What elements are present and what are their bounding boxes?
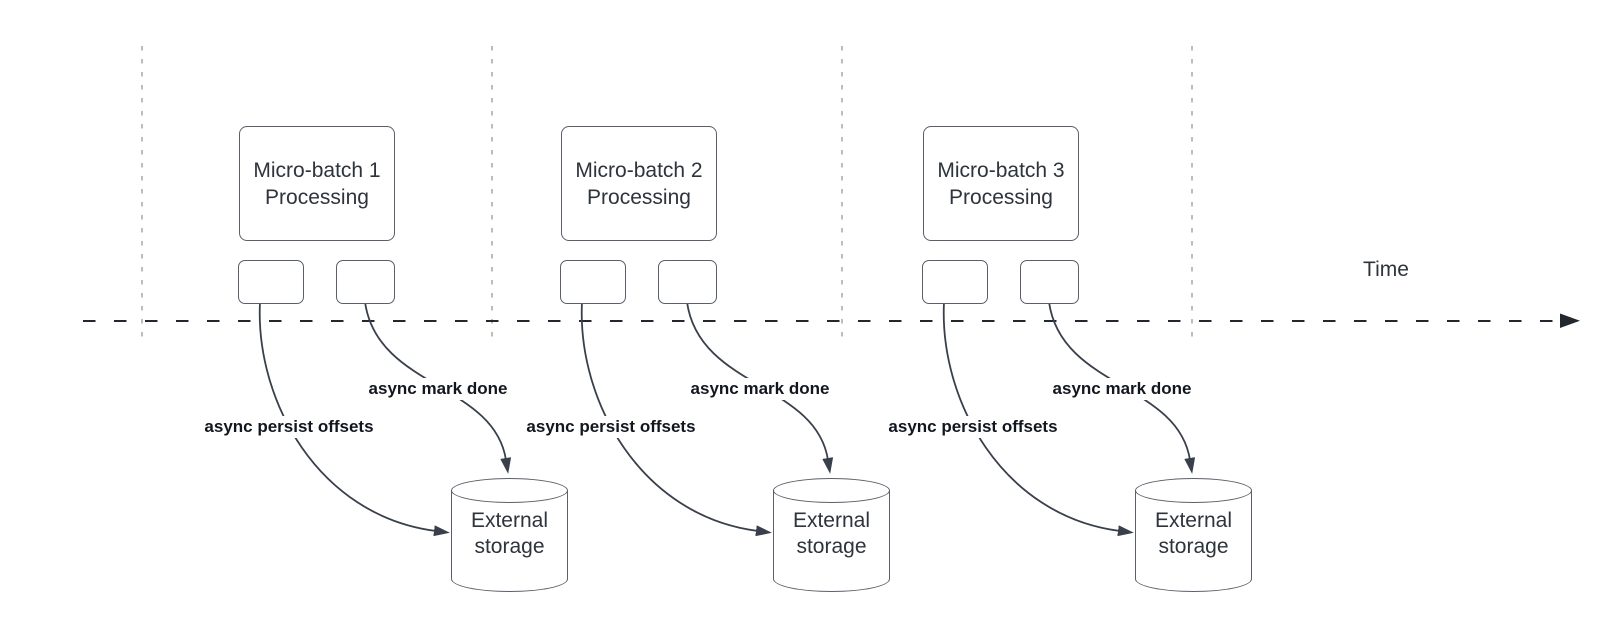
micro-batch-group: Micro-batch 2 Processing External storag… <box>322 0 922 642</box>
persist-offsets-edge-label: async persist offsets <box>521 416 701 438</box>
external-storage-label: External storage <box>1135 508 1252 560</box>
persist-offsets-edge-label: async persist offsets <box>883 416 1063 438</box>
cylinder-body <box>451 490 568 592</box>
micro-batch-label-line2: Processing <box>949 185 1053 209</box>
micro-batch-processing-label: Micro-batch 1 Processing <box>253 157 380 211</box>
external-storage-cylinder: External storage <box>451 478 568 592</box>
time-axis-label: Time <box>1363 258 1409 281</box>
micro-batch-processing-label: Micro-batch 3 Processing <box>937 157 1064 211</box>
persist-offsets-task-box <box>238 260 304 304</box>
external-storage-label-line1: External <box>792 509 871 532</box>
persist-offsets-edge-label: async persist offsets <box>199 416 379 438</box>
persist-offsets-task-box <box>922 260 988 304</box>
micro-batch-label-line1: Micro-batch 1 <box>253 158 381 182</box>
micro-batch-group: Micro-batch 1 Processing External storag… <box>0 0 600 642</box>
external-storage-label: External storage <box>773 508 890 560</box>
external-storage-label-line1: External <box>1154 509 1233 532</box>
micro-batch-label-line1: Micro-batch 3 <box>937 158 1065 182</box>
micro-batch-group: Micro-batch 3 Processing External storag… <box>684 0 1284 642</box>
persist-offsets-task-box <box>560 260 626 304</box>
micro-batch-label-line2: Processing <box>587 185 691 209</box>
external-storage-cylinder: External storage <box>1135 478 1252 592</box>
external-storage-label-line1: External <box>470 509 549 532</box>
cylinder-top-ellipse <box>1135 478 1252 503</box>
mark-done-task-box <box>336 260 395 304</box>
cylinder-body <box>1135 490 1252 592</box>
micro-batch-processing-label: Micro-batch 2 Processing <box>575 157 702 211</box>
micro-batch-processing-box: Micro-batch 1 Processing <box>239 126 395 241</box>
mark-done-edge-label: async mark done <box>358 378 518 400</box>
cylinder-body <box>773 490 890 592</box>
external-storage-label-line2: storage <box>474 535 545 558</box>
mark-done-edge-label: async mark done <box>680 378 840 400</box>
cylinder-top-ellipse <box>451 478 568 503</box>
mark-done-task-box <box>1020 260 1079 304</box>
cylinder-top-ellipse <box>773 478 890 503</box>
micro-batch-label-line2: Processing <box>265 185 369 209</box>
external-storage-cylinder: External storage <box>773 478 890 592</box>
mark-done-task-box <box>658 260 717 304</box>
time-axis-arrowhead-icon <box>1560 313 1580 328</box>
micro-batch-processing-box: Micro-batch 2 Processing <box>561 126 717 241</box>
external-storage-label-line2: storage <box>796 535 867 558</box>
external-storage-label: External storage <box>451 508 568 560</box>
micro-batch-processing-box: Micro-batch 3 Processing <box>923 126 1079 241</box>
external-storage-label-line2: storage <box>1158 535 1229 558</box>
micro-batch-label-line1: Micro-batch 2 <box>575 158 703 182</box>
mark-done-edge-label: async mark done <box>1042 378 1202 400</box>
